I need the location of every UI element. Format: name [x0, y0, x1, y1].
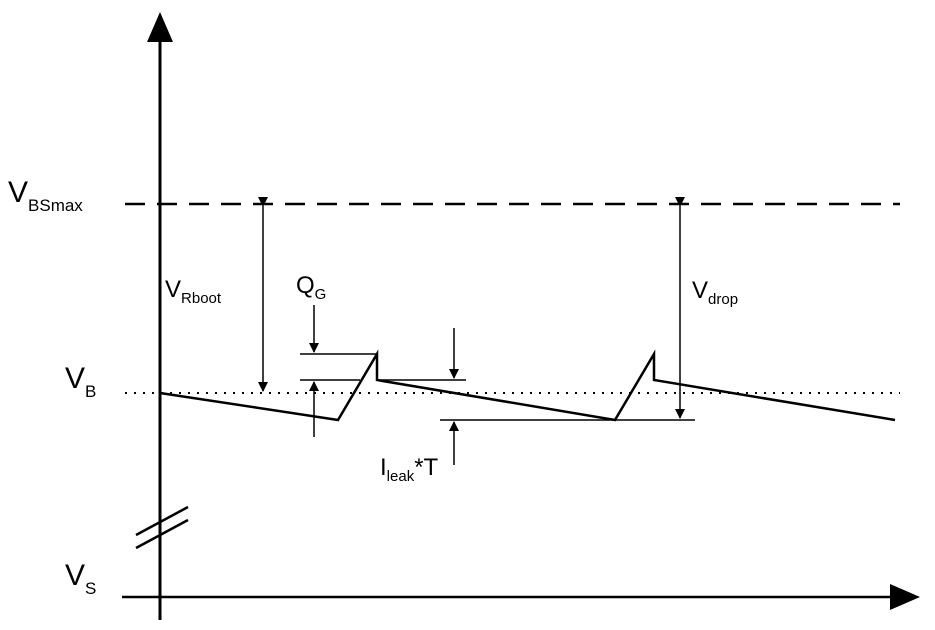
label-vdrop: Vdrop [692, 277, 738, 308]
y-axis-arrowhead [147, 12, 173, 42]
bootstrap-waveform [159, 349, 896, 422]
label-vs: VS [65, 559, 96, 598]
label-vrboot: VRboot [165, 276, 222, 307]
axis-break-mark-1 [135, 505, 189, 537]
label-vb: VB [65, 362, 96, 401]
x-axis-arrowhead [890, 584, 920, 610]
axis-break-mark-2 [135, 518, 189, 550]
label-ileak: Ileak*T [380, 454, 439, 485]
label-qg: QG [296, 272, 326, 303]
label-vbsmax: VBSmax [8, 176, 83, 215]
